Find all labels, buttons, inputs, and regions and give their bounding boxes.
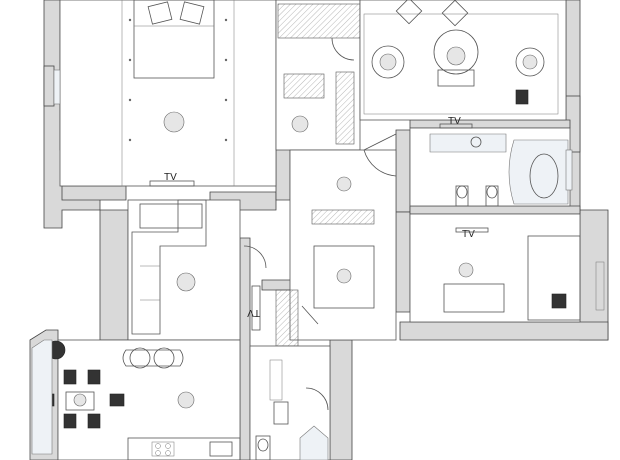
round-table-left-lamp bbox=[379, 53, 397, 71]
bed bbox=[133, 0, 215, 79]
living-lamp bbox=[176, 272, 196, 292]
round-table-center bbox=[433, 29, 479, 75]
balcony-window bbox=[31, 339, 53, 455]
hall-door-leaf bbox=[301, 305, 319, 325]
lounge-ceiling-panel bbox=[363, 13, 559, 115]
armchair-right bbox=[441, 0, 469, 27]
kitchen-counter bbox=[127, 437, 241, 460]
study-floor bbox=[409, 213, 581, 323]
small-bath-door-swing bbox=[305, 387, 329, 411]
laundry-shelf bbox=[269, 359, 283, 401]
door-leaf bbox=[363, 133, 397, 151]
bedroom-tv-unit bbox=[149, 180, 195, 187]
wardrobe-shelf-right bbox=[335, 71, 355, 145]
closet-shelves bbox=[275, 289, 299, 347]
wall-bath-top bbox=[409, 119, 571, 129]
wardrobe-lamp bbox=[291, 115, 309, 133]
round-table-right bbox=[515, 47, 545, 77]
hall bbox=[289, 133, 397, 341]
hall-rug bbox=[313, 245, 375, 309]
round-table-center-lamp bbox=[446, 46, 466, 66]
wall-bottom-right bbox=[399, 321, 609, 341]
hall-lamp-2 bbox=[336, 268, 352, 284]
balcony bbox=[29, 339, 53, 460]
living-door-swing bbox=[243, 245, 267, 269]
bedroom-spots bbox=[128, 18, 228, 142]
dining-table bbox=[65, 391, 95, 411]
lounge-top-right bbox=[359, 0, 567, 121]
wardrobe-shelf-top bbox=[277, 3, 361, 39]
wall-kitchen-bath bbox=[239, 237, 251, 460]
round-table-right-lamp bbox=[522, 54, 538, 70]
kitchen-sink bbox=[209, 441, 233, 457]
bathroom-tv-unit bbox=[439, 123, 473, 129]
wall-bedroom-bottom bbox=[61, 185, 127, 201]
study-chair bbox=[551, 293, 567, 309]
dining-floor bbox=[57, 339, 241, 460]
toilet bbox=[455, 185, 469, 207]
small-bath bbox=[249, 345, 331, 460]
living-floor bbox=[127, 199, 241, 341]
sofa bbox=[131, 199, 207, 335]
pillow-left bbox=[147, 1, 173, 25]
washing-machine bbox=[273, 401, 289, 425]
bathroom: TV bbox=[409, 116, 573, 207]
bedroom-window bbox=[53, 69, 61, 105]
study: TV bbox=[409, 213, 605, 323]
round-table-left bbox=[371, 45, 405, 79]
corner-shower bbox=[299, 425, 329, 460]
armchair-left bbox=[395, 0, 423, 25]
pillow-right bbox=[179, 1, 205, 25]
bedroom-tv-label: TV bbox=[164, 172, 177, 183]
bedroom: TV bbox=[53, 0, 277, 187]
wardrobe-shelf-middle bbox=[283, 73, 325, 99]
vanity-counter bbox=[429, 133, 507, 153]
bathtub-surround bbox=[508, 139, 569, 205]
bathtub bbox=[529, 153, 559, 199]
wall-corridor-bottom bbox=[329, 339, 353, 460]
kitchen-lamp bbox=[177, 391, 195, 409]
wall-center-2 bbox=[395, 129, 411, 213]
bar-counter bbox=[122, 347, 184, 369]
hall-lamp-1 bbox=[336, 176, 352, 192]
study-tv-unit bbox=[455, 227, 489, 233]
vanity-sink bbox=[470, 136, 482, 148]
bedroom-ceiling-lamp bbox=[163, 111, 185, 133]
living-tv-label: TV bbox=[247, 307, 260, 318]
study-window bbox=[595, 261, 605, 311]
study-bed bbox=[443, 283, 505, 313]
small-toilet bbox=[255, 435, 271, 460]
kitchen-hob bbox=[151, 441, 175, 457]
study-lamp bbox=[458, 262, 474, 278]
dining-lamp bbox=[73, 393, 87, 407]
wall-center-3 bbox=[395, 211, 411, 313]
desk-chair bbox=[515, 89, 529, 105]
chair-center bbox=[437, 69, 475, 87]
wardrobe-door-swing bbox=[331, 37, 355, 61]
dining-kitchen bbox=[39, 339, 241, 460]
wall-window-left bbox=[43, 65, 55, 107]
wardrobe-top bbox=[275, 0, 361, 151]
bidet bbox=[485, 185, 499, 207]
bedroom-floor bbox=[59, 0, 277, 187]
wall-living-left bbox=[99, 209, 129, 341]
bathroom-tv-label: TV bbox=[448, 116, 461, 127]
living-tv-unit bbox=[251, 285, 261, 331]
closet-middle bbox=[275, 289, 299, 347]
wall-bath-bottom bbox=[409, 205, 581, 215]
door-swing-arc bbox=[363, 149, 397, 177]
study-desk bbox=[527, 235, 581, 321]
study-tv-label: TV bbox=[462, 229, 475, 240]
hall-console bbox=[311, 209, 375, 225]
bathroom-window bbox=[565, 149, 573, 191]
sofa-back bbox=[139, 203, 203, 229]
